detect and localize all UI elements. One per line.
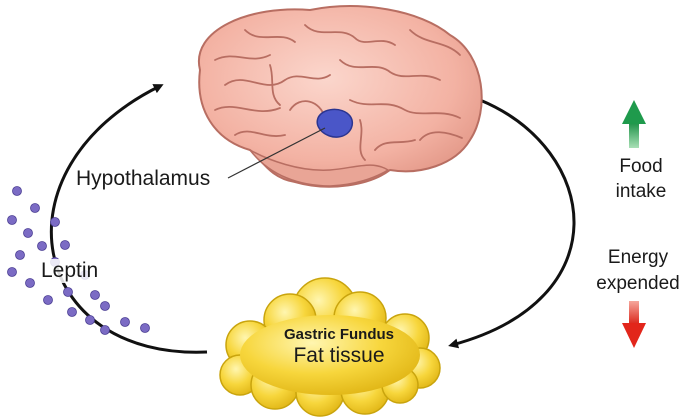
hypothalamus-label: Hypothalamus	[76, 167, 211, 190]
food-intake-up-arrow	[622, 100, 646, 148]
hypothalamus-pointer-line	[227, 127, 326, 179]
hypothalamus-region	[316, 108, 354, 138]
energy-line1: Energy	[607, 247, 669, 268]
brain-illustration	[197, 5, 483, 188]
food-intake-label: Food intake	[604, 154, 678, 204]
arrow-fat-to-brain	[50, 84, 208, 354]
gastric-fundus-label: Gastric Fundus	[283, 326, 395, 343]
arrow-brain-to-fat	[448, 98, 576, 349]
energy-down-arrow	[622, 301, 646, 348]
leptin-label: Leptin	[39, 259, 101, 283]
fat-tissue-label: Fat tissue	[293, 344, 385, 367]
fat-tissue-blob	[219, 277, 441, 417]
energy-line2: expended	[596, 273, 680, 294]
food-intake-line2: intake	[615, 181, 667, 202]
food-intake-line1: Food	[619, 156, 663, 177]
energy-expended-label: Energy expended	[588, 245, 688, 297]
